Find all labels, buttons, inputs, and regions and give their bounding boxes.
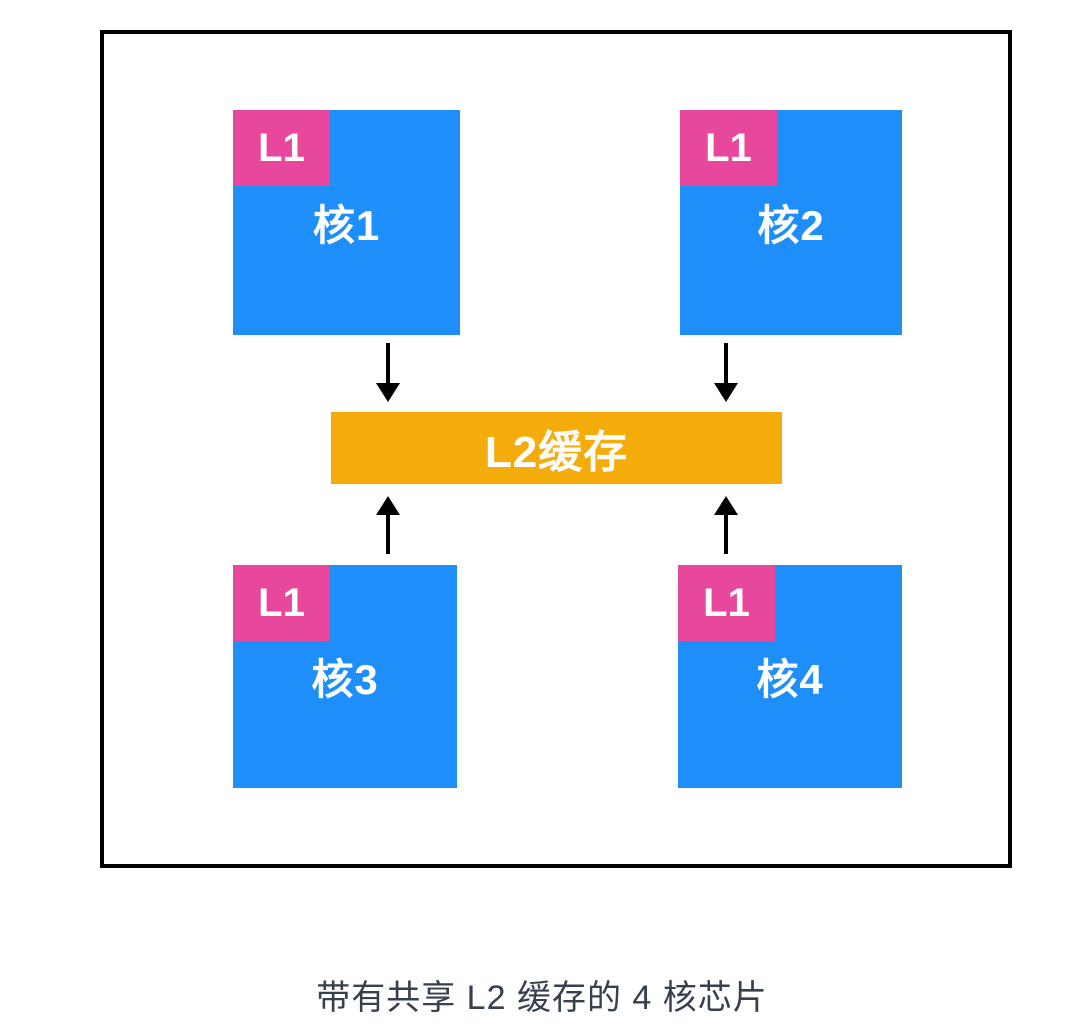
arrow-core3-to-l2-icon bbox=[376, 496, 400, 554]
core-4-l1-label: L1 bbox=[703, 580, 750, 625]
core-2-label: 核2 bbox=[757, 202, 825, 249]
core-2-block: L1 核2 bbox=[680, 110, 902, 335]
core-2-l1-badge: L1 bbox=[680, 110, 777, 186]
core-3-block: L1 核3 bbox=[233, 565, 457, 788]
arrow-core1-to-l2-icon bbox=[376, 343, 400, 402]
arrow-shaft bbox=[724, 343, 728, 383]
core-4-l1-badge: L1 bbox=[678, 565, 775, 641]
core-2-l1-label: L1 bbox=[705, 125, 752, 170]
figure-caption: 带有共享 L2 缓存的 4 核芯片 bbox=[316, 979, 768, 1017]
l2-cache-label: L2缓存 bbox=[484, 428, 629, 477]
core-4-block: L1 核4 bbox=[678, 565, 902, 788]
l2-cache-bar: L2缓存 bbox=[331, 412, 782, 484]
core-1-block: L1 核1 bbox=[233, 110, 460, 335]
arrow-shaft bbox=[724, 515, 728, 554]
arrow-shaft bbox=[386, 515, 390, 554]
arrow-head-down-icon bbox=[376, 383, 400, 402]
core-1-l1-badge: L1 bbox=[233, 110, 330, 186]
core-1-label: 核1 bbox=[312, 202, 381, 249]
core-3-l1-label: L1 bbox=[258, 580, 305, 625]
core-1-l1-label: L1 bbox=[258, 125, 305, 170]
core-3-l1-badge: L1 bbox=[233, 565, 330, 641]
arrow-shaft bbox=[386, 343, 390, 383]
arrow-head-down-icon bbox=[714, 383, 738, 402]
core-4-label: 核4 bbox=[756, 656, 824, 703]
arrow-core2-to-l2-icon bbox=[714, 343, 738, 402]
arrow-head-up-icon bbox=[376, 496, 400, 515]
arrow-core4-to-l2-icon bbox=[714, 496, 738, 554]
arrow-head-up-icon bbox=[714, 496, 738, 515]
core-3-label: 核3 bbox=[311, 656, 379, 703]
